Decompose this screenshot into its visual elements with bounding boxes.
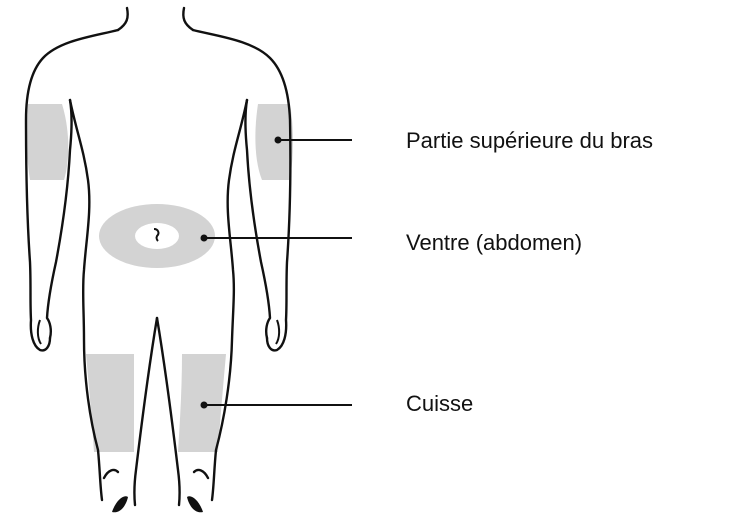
left-arm-outer	[26, 30, 118, 350]
left-thumb	[38, 320, 41, 344]
right-arm-outer	[193, 30, 290, 350]
inner-leg-left	[134, 318, 157, 505]
left-upper-arm-zone	[27, 104, 69, 180]
injection-zones	[27, 104, 293, 452]
left-thigh-zone	[86, 354, 134, 452]
knee-right	[194, 470, 208, 478]
upper-arm-label: Partie supérieure du bras	[406, 130, 653, 152]
inner-leg-right	[157, 318, 180, 505]
leader-dot-arm	[275, 137, 282, 144]
knee-left	[104, 470, 118, 478]
leader-dot-belly	[201, 235, 208, 242]
neck-right	[183, 8, 193, 30]
body-details	[112, 496, 203, 512]
left-kneecap	[112, 496, 128, 512]
thigh-label: Cuisse	[406, 393, 473, 415]
leader-dot-thigh	[201, 402, 208, 409]
right-upper-arm-zone	[255, 104, 293, 180]
neck-left	[118, 8, 128, 30]
abdomen-label: Ventre (abdomen)	[406, 232, 582, 254]
right-thumb	[276, 320, 279, 344]
right-kneecap	[187, 496, 203, 512]
